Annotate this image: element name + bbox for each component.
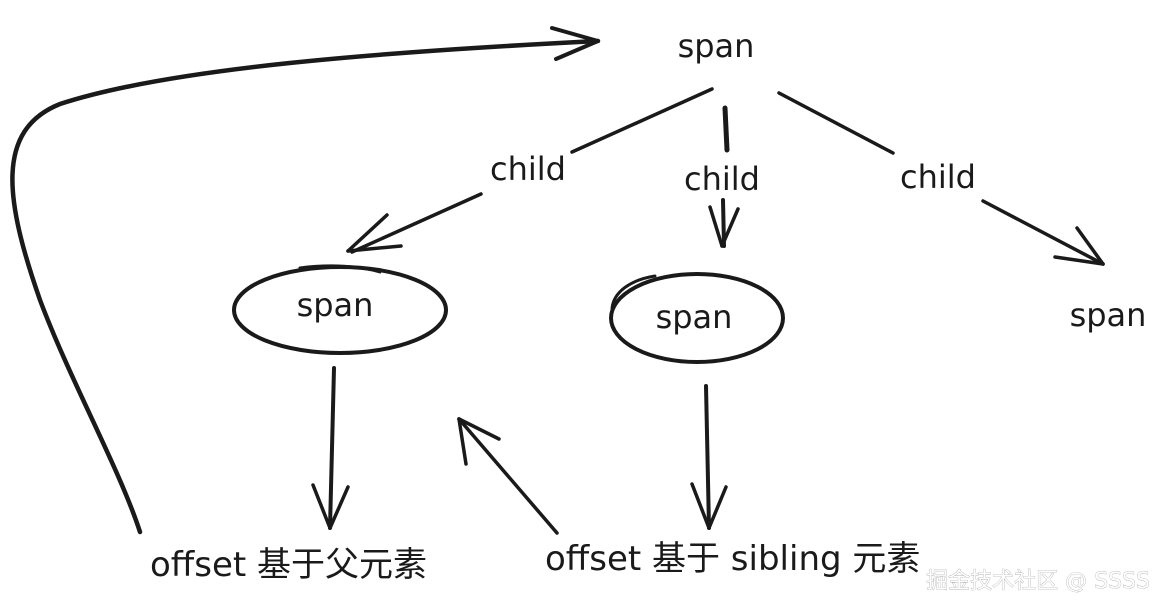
- arrow-middle-to-note: [690, 384, 728, 530]
- edge-root-right: [777, 91, 1105, 266]
- watermark-text: 掘金技术社区 @ SSSS: [926, 569, 1150, 594]
- arrow-parent-note-to-root: [10, 26, 601, 535]
- edge-right-label: child: [900, 158, 976, 196]
- node-root-label: span: [678, 27, 755, 65]
- edge-middle-label: child: [684, 160, 760, 198]
- note-sibling-offset: offset 基于 sibling 元素: [545, 539, 920, 579]
- node-middle: span: [609, 272, 785, 364]
- node-left-label: span: [297, 286, 374, 324]
- node-left: span: [232, 264, 448, 355]
- edge-root-middle: [708, 105, 740, 248]
- arrow-sibling-note-to-left: [457, 417, 559, 535]
- node-middle-label: span: [656, 298, 733, 336]
- edge-left-label: child: [490, 150, 566, 188]
- edge-root-left: [346, 87, 714, 254]
- node-right-label: span: [1070, 296, 1147, 334]
- arrow-left-to-note: [311, 366, 350, 530]
- note-parent-offset: offset 基于父元素: [150, 545, 427, 585]
